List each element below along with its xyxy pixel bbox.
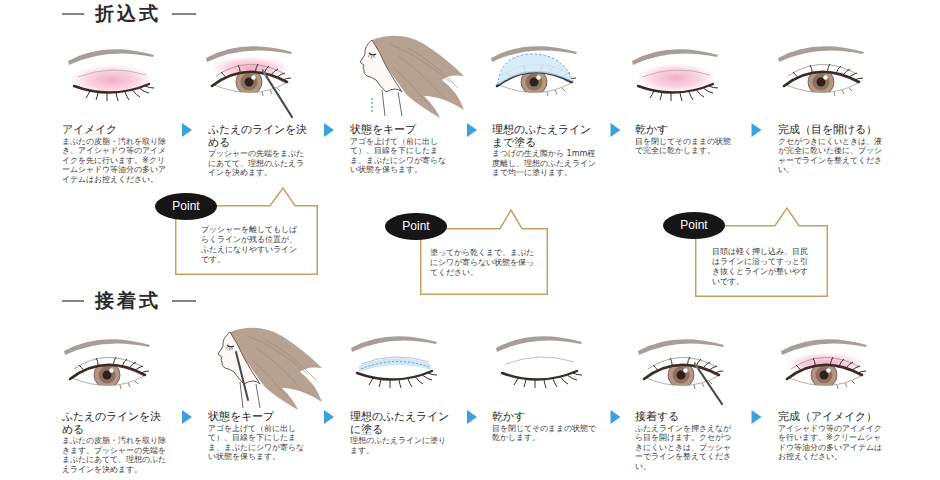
profile-figure: [360, 36, 464, 118]
step-body: 理想のふたえラインに塗ります。: [350, 436, 452, 455]
point-text: プッシャーを離してもしばらくラインが残る位置が、ふたえになりやすいラインです。: [201, 225, 302, 265]
step-arrow: [611, 123, 621, 137]
point-text: 塗ってから乾くまで、まぶたにシワが寄らない状態を保ってください。: [430, 248, 534, 278]
step-heading: 状態をキープ: [350, 123, 452, 136]
eyebrow: [638, 339, 724, 355]
step-heading: ふたえのラインを決める: [62, 410, 166, 435]
section-heading: 接着式: [95, 289, 161, 312]
step-heading: 状態をキープ: [208, 410, 308, 423]
heading-dash: [62, 300, 84, 301]
point-callout: Point塗ってから乾くまで、まぶたにシワが寄らない状態を保ってください。: [420, 228, 548, 295]
step-body: ふたえラインを押さえながら目を開けます。クセがつきにくいときは、プッシャーでライ…: [635, 424, 735, 472]
eyebrow: [351, 336, 437, 352]
step-arrow: [611, 410, 621, 424]
step-box: 乾かす目を閉じてそのままの状態で完全に乾かします。: [635, 123, 735, 156]
step-box: アイメイクまぶたの皮脂・汚れを取り除き、アイシャドウ等のアイメイクを先に行います…: [62, 123, 166, 185]
step-body: 目を閉じてそのままの状態で乾かします。: [492, 424, 596, 443]
eyebrow: [68, 49, 154, 65]
open-eye: [212, 64, 291, 96]
point-badge: Point: [385, 213, 447, 240]
open-eye: [784, 64, 863, 96]
step-box: 完成（目を開ける）クセがつきにくいときは、液が完全に乾いた後に、プッシャーでライ…: [778, 123, 884, 175]
step-body: アゴを上げて（前に出して）、目線を下にしたまま、まぶたにシワが寄らない状態を保ち…: [208, 424, 308, 462]
pusher-stick: [263, 71, 292, 117]
closed-eye: [357, 357, 437, 388]
step-box: 乾かす目を閉じてそのままの状態で乾かします。: [492, 410, 596, 443]
step-box: 理想のふたえラインまで塗るまつげの生え際から 1mm程度離し、理想のふたえライン…: [492, 123, 596, 178]
eyebrow: [632, 49, 718, 65]
step-body: アゴを上げて（前に出して）、目線を下にしたまま、まぶたにシワが寄らない状態を保ち…: [350, 137, 452, 175]
pusher-tip: [262, 69, 266, 76]
step-box: 接着するふたえラインを押さえながら目を開けます。クセがつきにくいときは、プッシャ…: [635, 410, 735, 472]
profile-figure: [218, 328, 322, 410]
step-body: 目を閉じてそのままの状態で完全に乾かします。: [635, 137, 735, 156]
step-body: まぶたの皮脂・汚れを取り除きます。プッシャーの先端をまぶたにあてて、理想のふたえ…: [62, 436, 166, 474]
step-heading: 完成（アイメイク）: [778, 410, 884, 423]
step-body: まぶたの皮脂・汚れを取り除き、アイシャドウ等のアイメイクを先に行います。※クリー…: [62, 137, 166, 185]
step-box: ふたえのラインを決めるプッシャーの先端をまぶたにあてて、理想のふたえラインを決め…: [208, 123, 308, 178]
closed-eye: [74, 70, 154, 101]
step-body: まつげの生え際から 1mm程度離し、理想のふたえラインまで均一に塗ります。: [492, 149, 596, 178]
step-body: プッシャーの先端をまぶたにあてて、理想のふたえラインを決めます。: [208, 149, 308, 178]
heading-dash: [172, 13, 196, 14]
step-arrow: [467, 123, 477, 137]
glue-area: [498, 54, 573, 85]
point-badge: Point: [155, 193, 217, 220]
pusher-tip: [694, 362, 698, 369]
point-callout: Point目頭は軽く押し込み、目尻はラインに沿ってすっと引き抜くとラインが整いや…: [695, 225, 828, 297]
step-arrow: [324, 123, 334, 137]
step-arrow: [324, 410, 334, 424]
eyebrow: [781, 339, 867, 355]
step-box: 状態をキープアゴを上げて（前に出して）、目線を下にしたまま、まぶたにシワが寄らな…: [350, 123, 452, 175]
step-body: アイシャドウ等のアイメイクを行います。※クリームシャドウ等油分の多いアイテムはお…: [778, 424, 884, 462]
eyebrow: [496, 336, 582, 352]
eyebrow: [778, 46, 864, 62]
pusher-stick: [236, 352, 248, 400]
drip-mark: [371, 98, 372, 113]
step-heading: 乾かす: [492, 410, 596, 423]
eyebrow: [206, 46, 292, 62]
step-arrow: [467, 410, 477, 424]
open-eye: [70, 357, 149, 389]
step-body: クセがつきにくいときは、液が完全に乾いた後に、プッシャーでラインを整えてください…: [778, 137, 884, 175]
step-heading: 乾かす: [635, 123, 735, 136]
glue-band: [359, 358, 431, 372]
open-eye: [787, 357, 866, 389]
step-box: 理想のふたえラインに塗る理想のふたえラインに塗ります。: [350, 410, 452, 455]
step-heading: アイメイク: [62, 123, 166, 136]
point-badge: Point: [663, 212, 725, 239]
step-heading: 理想のふたえラインまで塗る: [492, 123, 596, 148]
heading-dash: [62, 13, 84, 14]
closed-eye: [502, 357, 582, 388]
eyebrow: [64, 339, 150, 355]
step-heading: 理想のふたえラインに塗る: [350, 410, 452, 435]
step-box: ふたえのラインを決めるまぶたの皮脂・汚れを取り除きます。プッシャーの先端をまぶた…: [62, 410, 166, 475]
pusher-stick: [695, 364, 722, 404]
step-heading: ふたえのラインを決める: [208, 123, 308, 148]
open-eye: [644, 357, 723, 389]
step-arrow: [182, 410, 192, 424]
heading-dash: [172, 300, 196, 301]
closed-eye: [638, 70, 718, 101]
step-box: 完成（アイメイク）アイシャドウ等のアイメイクを行います。※クリームシャドウ等油分…: [778, 410, 884, 462]
section-heading: 折込式: [95, 2, 161, 25]
step-arrow: [752, 410, 762, 424]
step-box: 状態をキープアゴを上げて（前に出して）、目線を下にしたまま、まぶたにシワが寄らな…: [208, 410, 308, 462]
step-heading: 接着する: [635, 410, 735, 423]
point-callout: Pointプッシャーを離してもしばらくラインが残る位置が、ふたえになりやすいライ…: [175, 205, 318, 275]
glue-line: [361, 361, 429, 369]
step-arrow: [182, 123, 192, 137]
eyeshadow: [70, 64, 154, 96]
step-arrow: [752, 123, 762, 137]
step-heading: 完成（目を開ける）: [778, 123, 884, 136]
point-text: 目頭は軽く押し込み、目尻はラインに沿ってすっと引き抜くとラインが整いやすいです。: [712, 247, 814, 287]
